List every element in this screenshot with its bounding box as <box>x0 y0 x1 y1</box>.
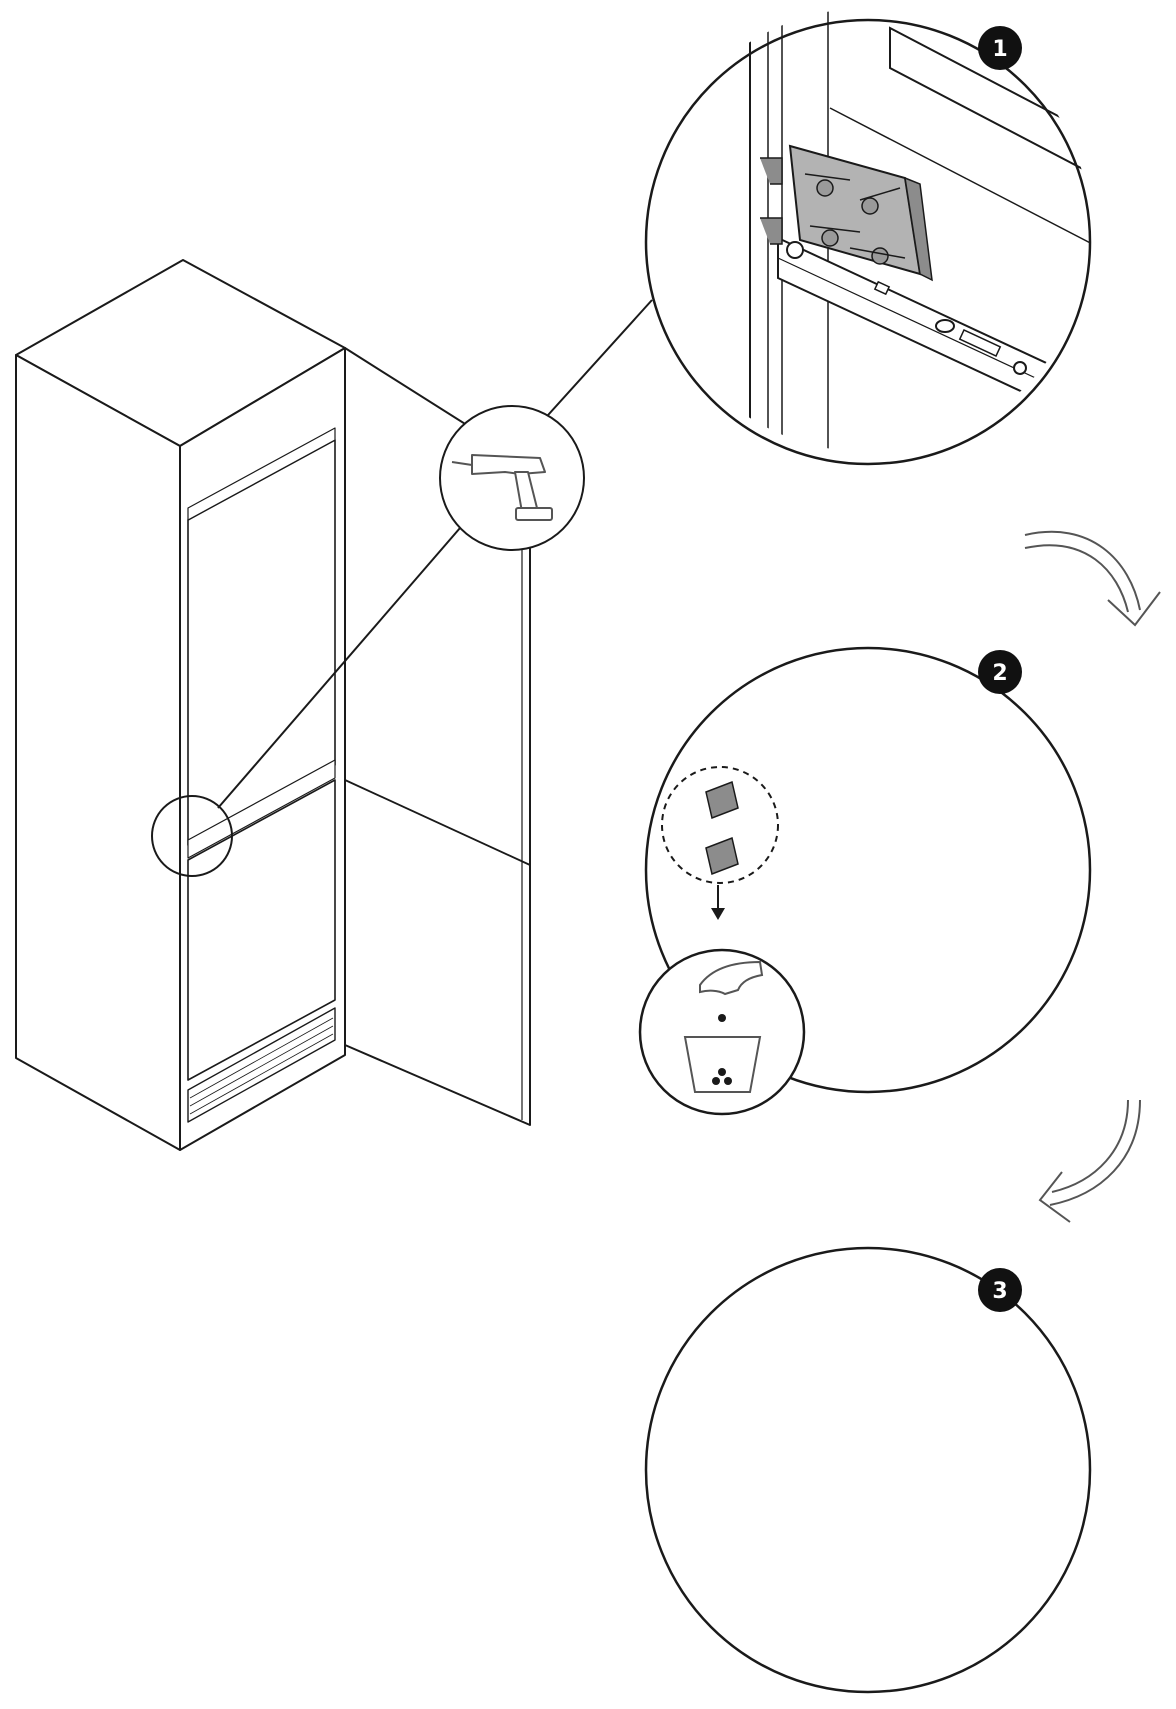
curved-arrow-2 <box>1038 1099 1141 1223</box>
zoom-connector-lines <box>217 299 653 809</box>
curved-arrow-1 <box>1024 530 1161 627</box>
step-1-detail: 1 <box>644 8 1092 466</box>
step-2-badge: 2 <box>978 650 1022 694</box>
cordless-drill-icon <box>451 454 553 521</box>
tall-cabinet <box>15 259 531 1151</box>
bin-icon <box>683 1036 762 1093</box>
svg-text:2: 2 <box>992 661 1007 686</box>
removed-brackets <box>661 766 779 884</box>
step-1-badge: 1 <box>978 26 1022 70</box>
disposal-callout <box>638 948 806 1116</box>
hand-icon <box>699 960 764 996</box>
tool-callout <box>439 405 585 551</box>
step-3-badge: 3 <box>978 1268 1022 1312</box>
svg-text:1: 1 <box>992 37 1007 62</box>
step-2-detail: 2 <box>638 646 1092 1116</box>
step-3-detail: 3 <box>644 1246 1092 1694</box>
detail-locator-circle <box>151 795 233 877</box>
svg-text:3: 3 <box>992 1279 1007 1304</box>
